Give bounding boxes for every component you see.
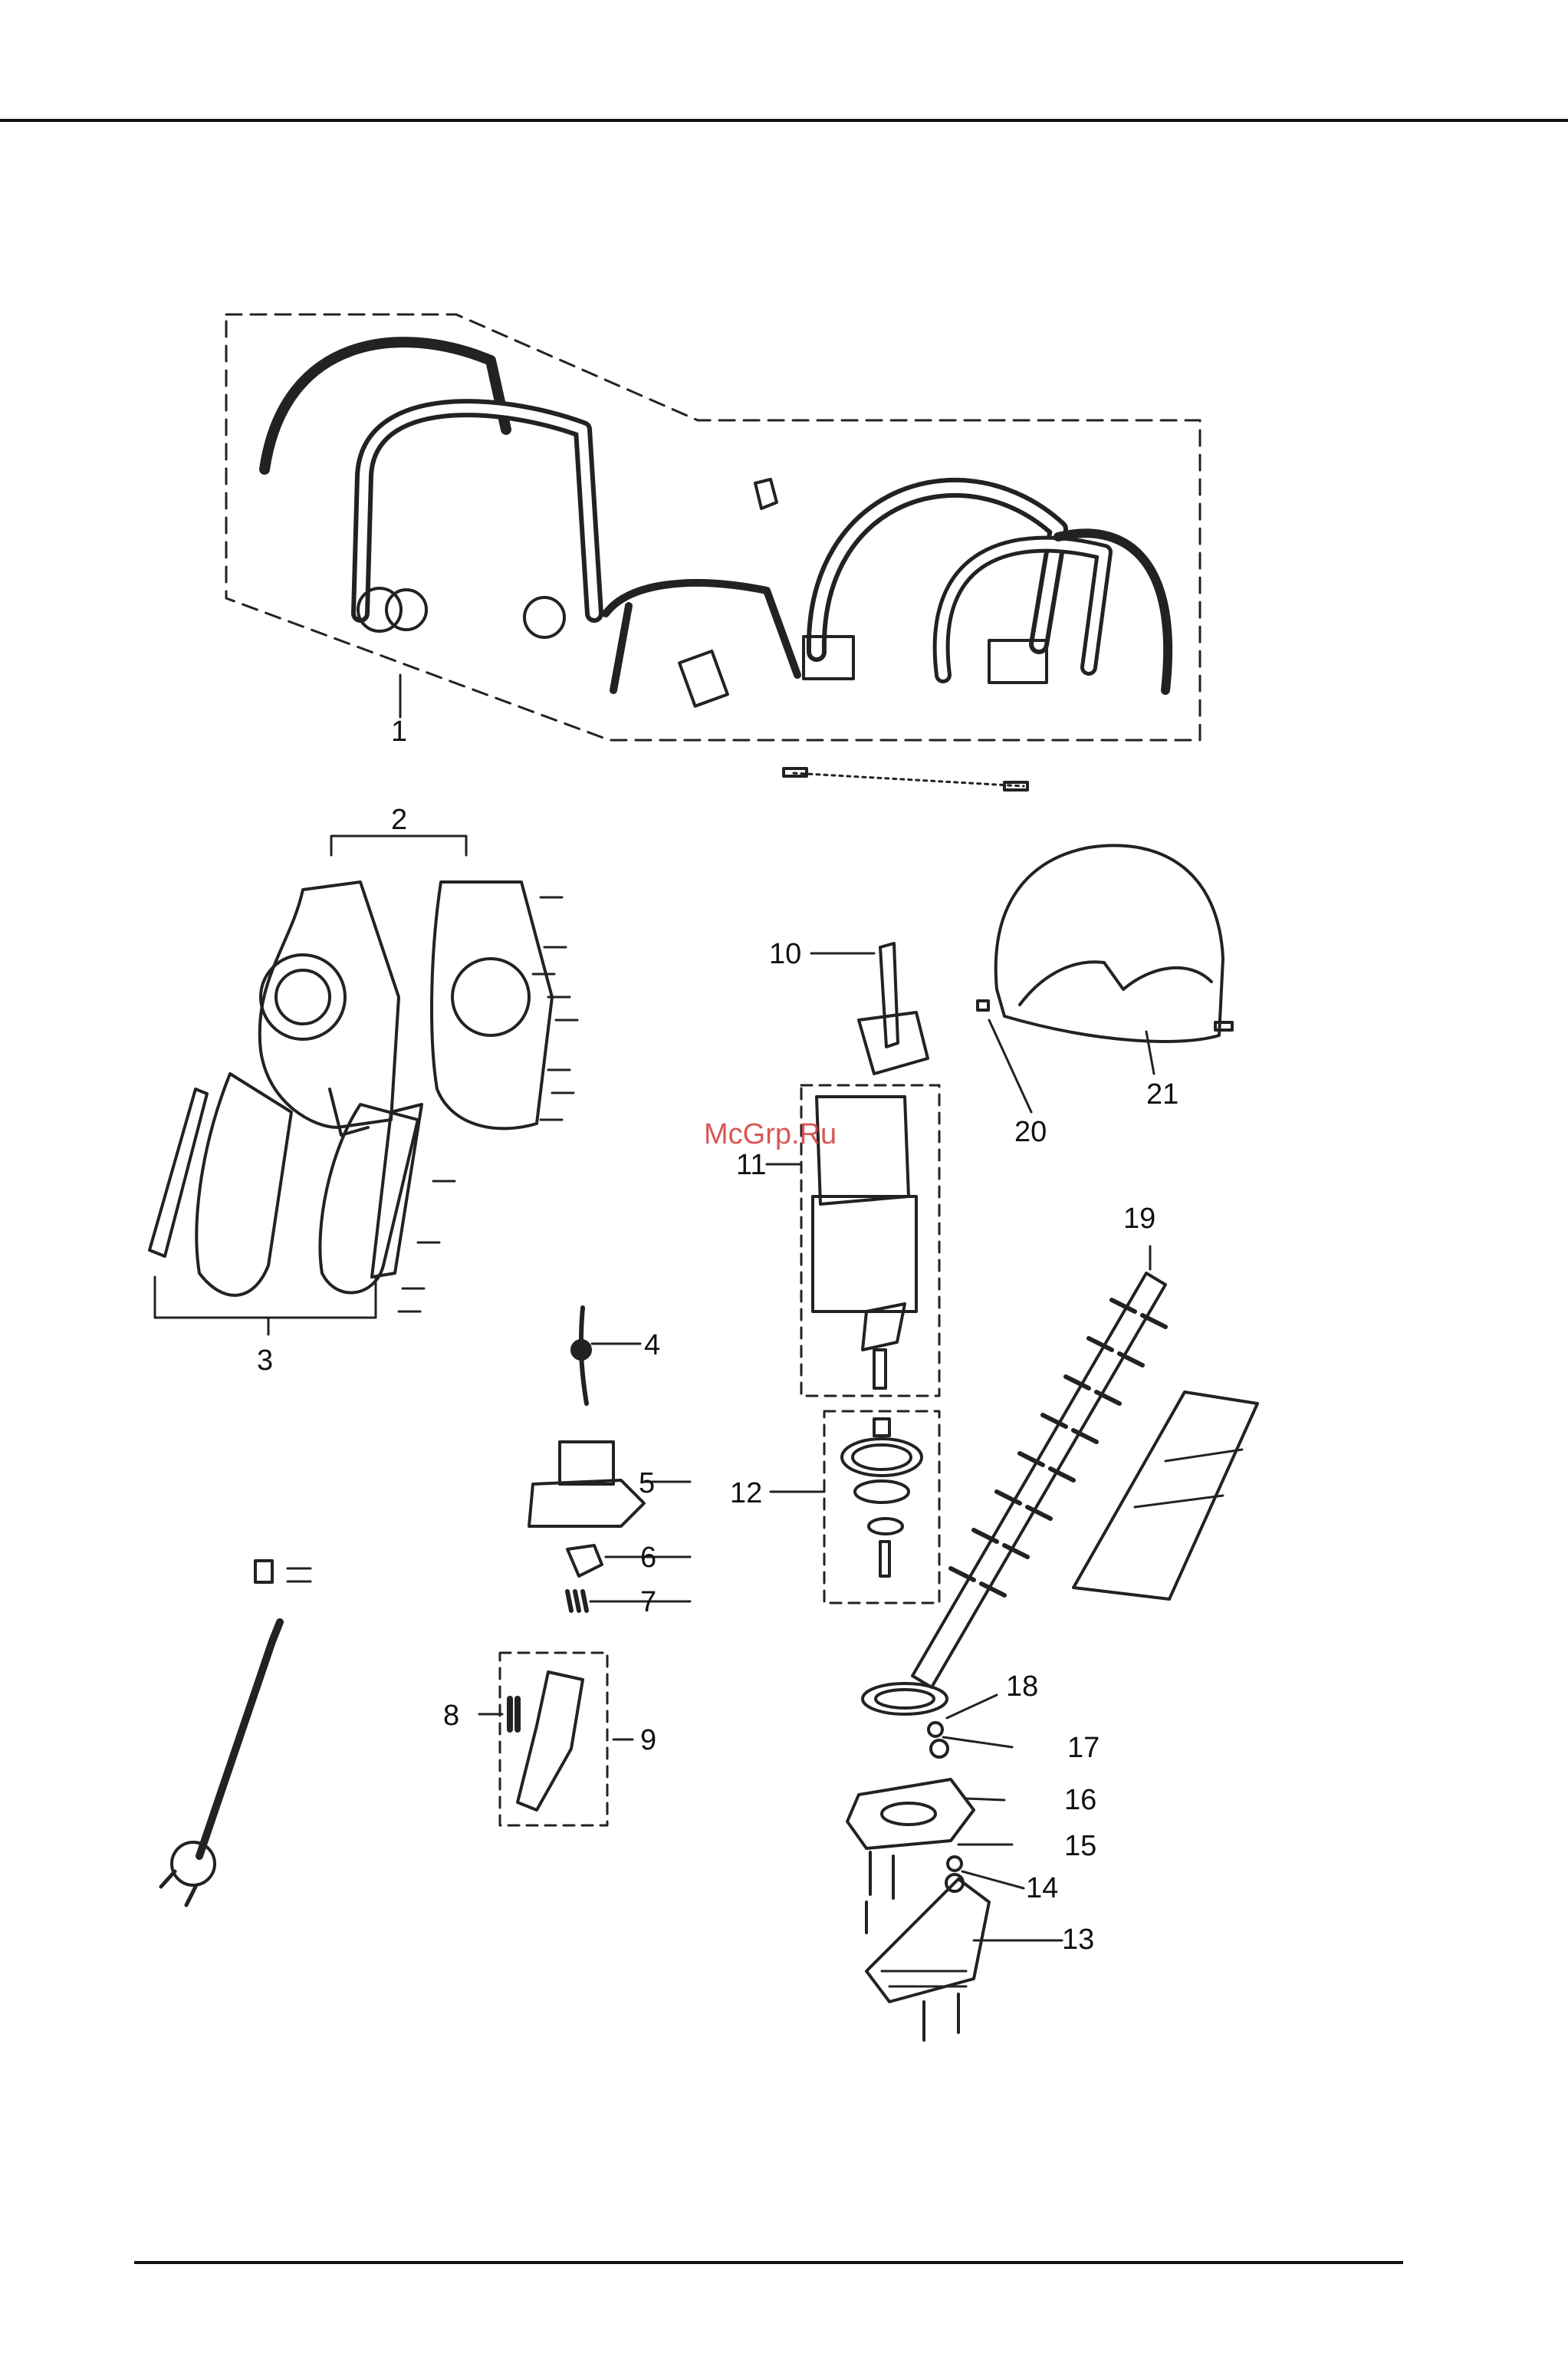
switch-part-5 — [529, 1442, 644, 1526]
callout-11: 11 — [736, 1150, 766, 1180]
blade-sheath — [1073, 1392, 1257, 1599]
front-handle-part — [265, 342, 797, 706]
side-covers — [150, 1074, 422, 1295]
leader-17 — [943, 1737, 1012, 1747]
leader-14 — [962, 1871, 1024, 1888]
callout-6: 6 — [640, 1543, 656, 1572]
hand-guard-part-21 — [996, 845, 1223, 1042]
blade-part-19 — [912, 1273, 1165, 1687]
callout-19: 19 — [1123, 1204, 1155, 1233]
spring-part-7 — [567, 1591, 587, 1611]
bracket-3 — [155, 1277, 376, 1335]
watermark: McGrp.Ru — [704, 1118, 837, 1151]
motor-housing-halves — [260, 882, 552, 1135]
screw-21 — [1215, 1022, 1232, 1030]
callout-14: 14 — [1026, 1874, 1058, 1903]
gear-part-12 — [842, 1419, 922, 1576]
screw-pair-line — [794, 773, 1024, 786]
rear-handle-part — [755, 479, 1168, 690]
callout-9: 9 — [640, 1726, 656, 1755]
callout-8: 8 — [443, 1701, 459, 1730]
trigger-part-9 — [518, 1672, 583, 1810]
switch-assembly-part-10 — [859, 943, 928, 1074]
callout-13: 13 — [1062, 1925, 1094, 1954]
callout-21: 21 — [1146, 1080, 1178, 1109]
bracket-2 — [331, 836, 466, 855]
gearbox-stack — [847, 1683, 989, 2040]
callout-16: 16 — [1064, 1785, 1096, 1815]
callout-3: 3 — [257, 1346, 273, 1375]
callout-1: 1 — [391, 717, 407, 746]
housing-screws-2 — [533, 897, 577, 1120]
callout-5: 5 — [639, 1469, 655, 1498]
spring-part-8 — [510, 1699, 518, 1729]
callout-12: 12 — [730, 1479, 762, 1508]
leader-18 — [947, 1695, 997, 1718]
callout-10: 10 — [769, 940, 801, 969]
callout-18: 18 — [1006, 1672, 1038, 1701]
callout-7: 7 — [640, 1588, 656, 1617]
power-cord — [161, 1561, 311, 1905]
trigger-group-outline — [500, 1653, 607, 1825]
screw-20 — [978, 1001, 988, 1010]
callout-4: 4 — [644, 1331, 660, 1360]
lock-part-6 — [567, 1545, 602, 1576]
callout-17: 17 — [1067, 1733, 1100, 1762]
callout-15: 15 — [1064, 1831, 1096, 1861]
callout-2: 2 — [391, 805, 407, 834]
callout-20: 20 — [1014, 1117, 1047, 1147]
leader-16 — [966, 1799, 1004, 1800]
